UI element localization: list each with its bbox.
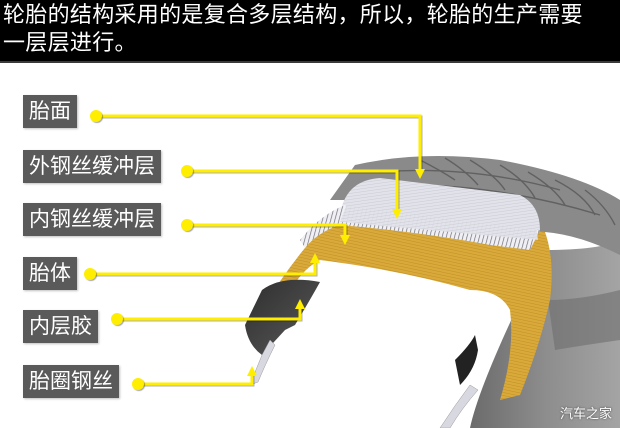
- leader-line-carcass: [94, 262, 317, 276]
- watermark: 汽车之家: [559, 407, 612, 422]
- arrow-down-icon: [340, 235, 350, 245]
- leader-line-bead-wire: [142, 375, 254, 386]
- bead-wire-right-shape: [439, 384, 479, 428]
- label-carcass: 胎体: [23, 257, 77, 290]
- leader-dot-tread: [90, 110, 102, 122]
- label-inner-liner: 内层胶: [23, 310, 98, 343]
- label-bead-wire: 胎圈钢丝: [23, 365, 119, 398]
- leader-dot-inner-liner: [111, 313, 123, 325]
- leader-line-inner-belt: [191, 223, 347, 236]
- inner-liner-right-shape: [455, 335, 478, 385]
- inner-liner-shape: [245, 279, 320, 355]
- caption-line-2: 一层层进行。: [3, 31, 137, 56]
- leader-dot-outer-belt: [181, 165, 193, 177]
- arrow-down-icon: [415, 169, 425, 179]
- arrow-down-icon: [392, 209, 402, 219]
- arrow-up-icon: [295, 299, 305, 309]
- leader-dot-carcass: [84, 268, 96, 280]
- leader-line-inner-liner: [121, 308, 302, 321]
- leader-dot-inner-belt: [181, 219, 193, 231]
- arrow-up-icon: [247, 366, 257, 376]
- caption-line-1: 轮胎的结构采用的是复合多层结构，所以，轮胎的生产需要: [3, 3, 583, 28]
- label-inner-steel-belt: 内钢丝缓冲层: [23, 203, 161, 236]
- label-tread: 胎面: [23, 95, 77, 128]
- caption-header: 轮胎的结构采用的是复合多层结构，所以，轮胎的生产需要 一层层进行。: [0, 0, 620, 63]
- leader-line-outer-belt: [191, 169, 399, 210]
- carcass-shape: [262, 205, 552, 400]
- label-outer-steel-belt: 外钢丝缓冲层: [23, 150, 161, 183]
- leader-line-tread: [100, 114, 422, 170]
- leader-dot-bead-wire: [132, 378, 144, 390]
- arrow-up-icon: [310, 253, 320, 263]
- bead-wire-shape: [249, 339, 276, 386]
